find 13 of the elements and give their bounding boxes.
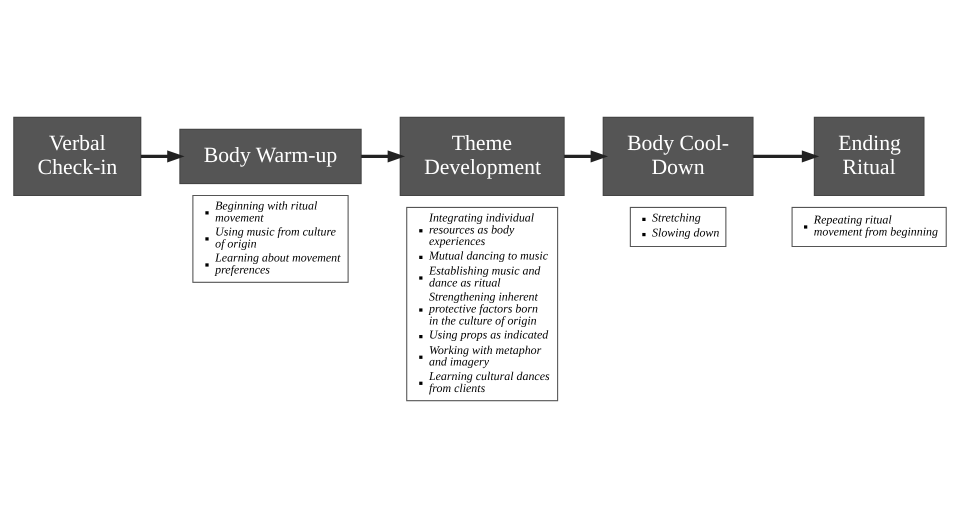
node-box: Body Warm-up [179, 128, 362, 184]
arrow [361, 150, 406, 163]
node-box: Beginning with ritual movement Using music from culture of origin Learning about movement preferences [192, 194, 349, 283]
node-box: Theme Development [400, 116, 565, 196]
node-box: Stretching Slowing down [630, 206, 726, 248]
arrow [564, 150, 608, 163]
node-box: Integrating individual resources as body experiences Mutual dancing to music Establishing music and dance as ritual Strengthening inherent protective factors born in the culture of origin Using props as indicated Working with metaphor and imagery Learning cultural dances from clients [406, 206, 558, 402]
arrow [140, 150, 185, 163]
node-box: Ending Ritual [814, 116, 925, 196]
node-box: Repeating ritual movement from beginning [792, 206, 947, 248]
node-box: Body Cool-Down [602, 116, 754, 196]
arrow [753, 150, 820, 163]
node-box: Verbal Check-in [13, 116, 142, 196]
